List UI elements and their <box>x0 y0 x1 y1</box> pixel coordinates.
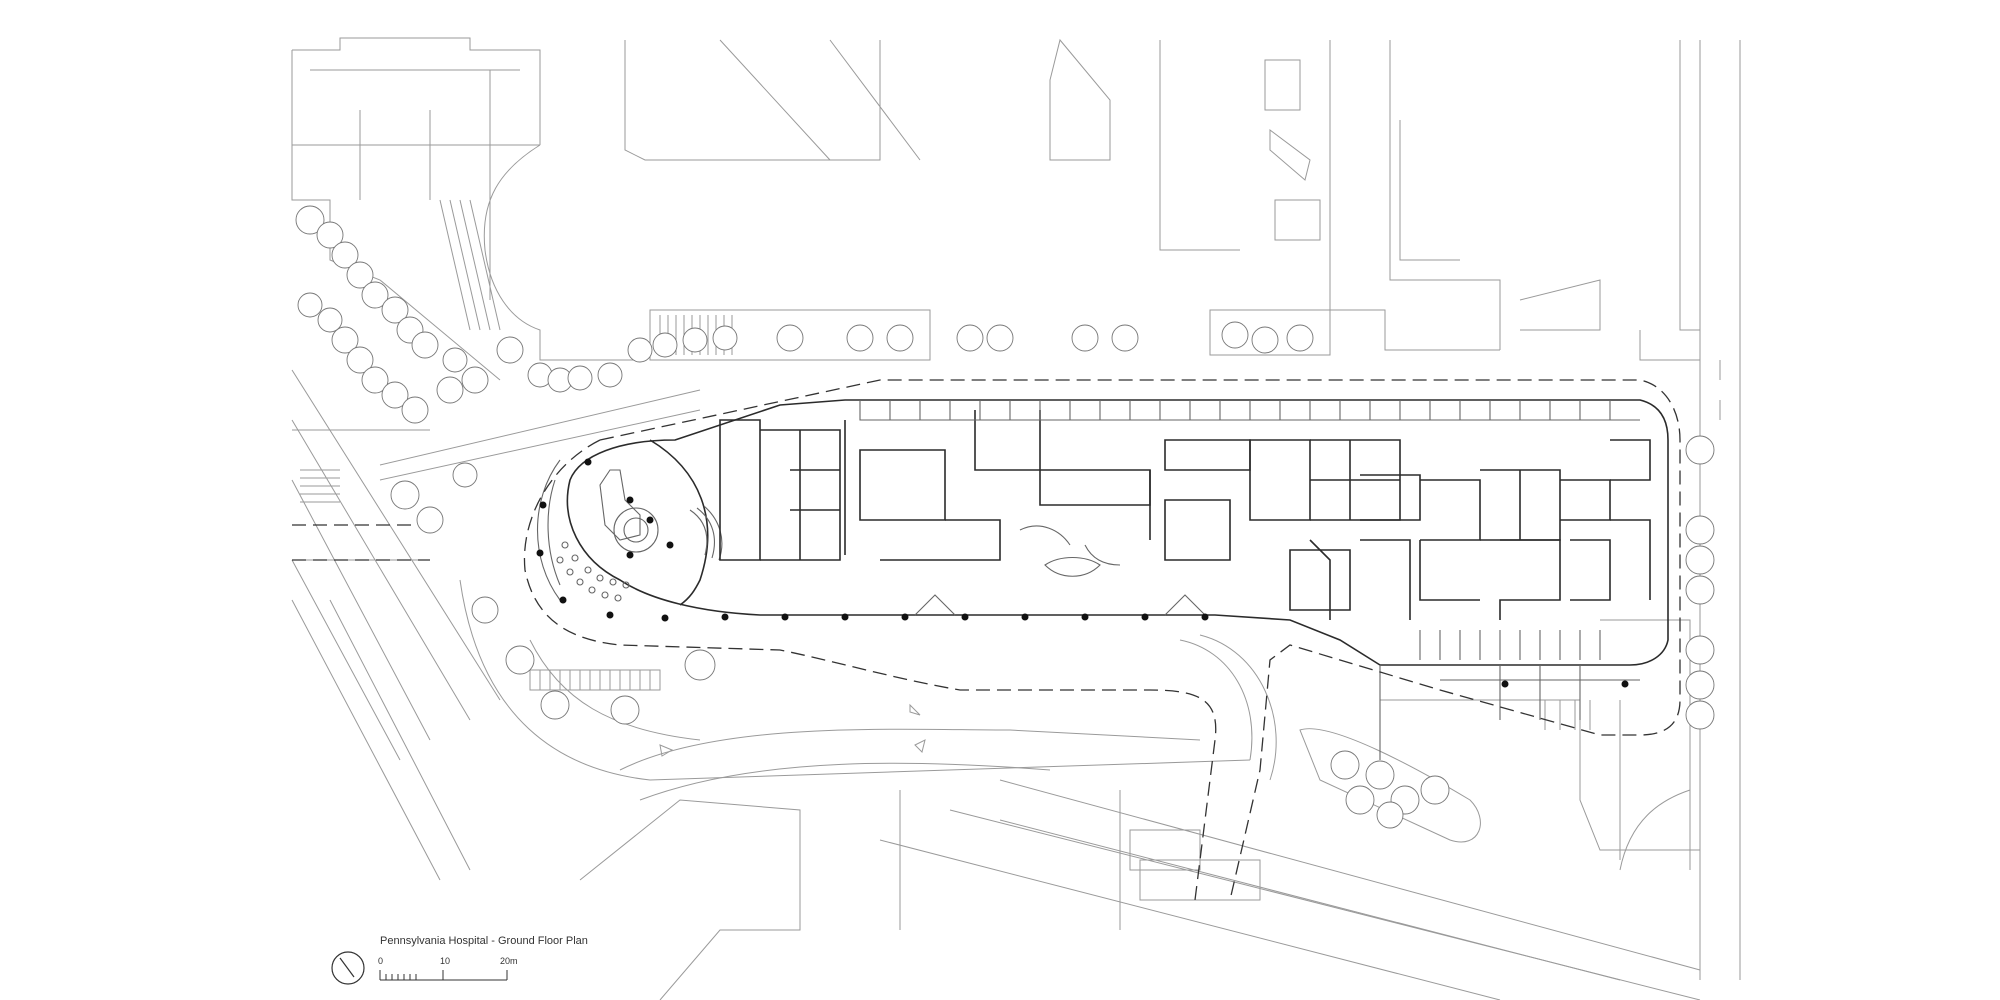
column <box>841 613 849 621</box>
trees <box>295 205 1715 829</box>
drawing-title: Pennsylvania Hospital - Ground Floor Pla… <box>380 935 588 947</box>
column <box>781 613 789 621</box>
scale-label-10: 10 <box>440 956 450 966</box>
site-boundary-dashed <box>292 379 1681 901</box>
structural-columns <box>536 458 1629 688</box>
lobby-seating <box>556 541 630 602</box>
column <box>584 458 592 466</box>
column <box>666 541 674 549</box>
column <box>1141 613 1149 621</box>
column <box>721 613 729 621</box>
column <box>536 549 544 557</box>
column <box>1501 680 1509 688</box>
column <box>539 501 547 509</box>
column <box>661 614 669 622</box>
scale-bar: 0 10 20m <box>378 956 518 981</box>
column <box>1621 680 1629 688</box>
column <box>1081 613 1089 621</box>
column <box>1021 613 1029 621</box>
building-footprint <box>537 399 1669 760</box>
column <box>1201 613 1209 621</box>
column <box>606 611 614 619</box>
scale-label-0: 0 <box>378 956 383 966</box>
column <box>901 613 909 621</box>
column <box>961 613 969 621</box>
column <box>646 516 654 524</box>
column <box>626 551 634 559</box>
north-arrow-icon <box>331 951 365 985</box>
scale-label-20m: 20m <box>500 956 518 966</box>
column <box>559 596 567 604</box>
site-context <box>291 37 1741 1000</box>
column <box>626 496 634 504</box>
